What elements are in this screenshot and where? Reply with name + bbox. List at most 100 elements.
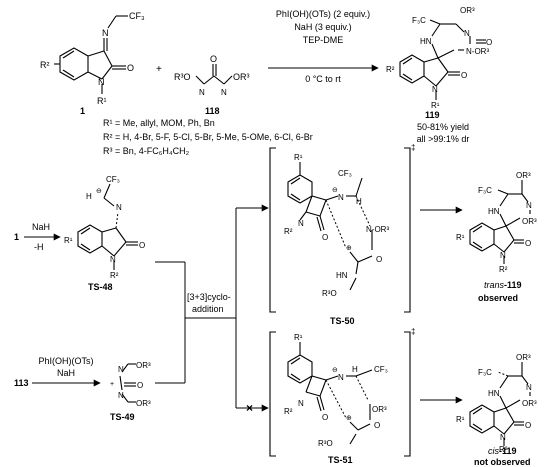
condition-4: 0 °C to rt <box>305 74 341 84</box>
r2-substituents: R² = H, 4-Br, 5-F, 5-Cl, 5-Br, 5-Me, 5-O… <box>103 132 313 142</box>
ts51-pos: ⊕ <box>346 415 352 422</box>
trans-r2: R² <box>499 265 508 274</box>
trans-observed: observed <box>478 293 518 303</box>
o-118: O <box>210 54 217 64</box>
ts50-n-or3: N-OR³ <box>366 225 389 234</box>
condition-2: NaH (3 equiv.) <box>294 22 351 32</box>
cis-not-observed: not observed <box>474 457 531 467</box>
trans-n-or3: OR³ <box>522 217 537 226</box>
minus-h-label: -H <box>34 242 44 252</box>
nh-118-b: N <box>221 88 227 97</box>
ts51-o-minus: O <box>374 421 380 430</box>
r1-label: R¹ <box>97 96 107 106</box>
trans-o: O <box>525 239 531 248</box>
ts50-cf3: CF₃ <box>338 169 352 178</box>
ts50-h: H <box>356 197 362 206</box>
dr-text: all >99:1% dr <box>417 134 470 144</box>
ts51-label: TS-51 <box>328 455 353 465</box>
n-119: N <box>464 29 470 38</box>
nah-label-2: NaH <box>57 368 75 378</box>
ts51-n: N <box>338 373 344 382</box>
compound-118-structure <box>195 64 233 85</box>
ts48-n-amide: N <box>110 255 116 264</box>
cyclo-label-2: addition <box>192 304 224 314</box>
r2-label: R² <box>40 60 50 70</box>
condition-1: PhI(OH)(OTs) (2 equiv.) <box>276 9 370 19</box>
n-amide-119: N <box>432 85 438 94</box>
cis-or3-top: OR³ <box>516 353 531 362</box>
phi-reagent-label: PhI(OH)(OTs) <box>39 356 94 366</box>
ts50-label: TS-50 <box>330 316 355 326</box>
yield-text: 50-81% yield <box>417 122 469 132</box>
compound-1-label: 1 <box>80 106 85 116</box>
cis-n-amide: N <box>500 433 506 442</box>
ts51-r3o: R³O <box>318 439 333 448</box>
trans-119-structure <box>469 180 531 264</box>
r1-119: R¹ <box>431 101 440 110</box>
trans-prefix: trans <box>484 280 505 290</box>
r3-substituents: R³ = Bn, 4-FC₆H₄CH₂ <box>103 146 190 156</box>
cis-prefix: cis <box>488 446 499 456</box>
cis-hn: HN <box>488 389 500 398</box>
or3-119-top: OR³ <box>460 6 475 15</box>
ts51-n-amide: N <box>298 399 304 408</box>
trans-or3-top: OR³ <box>516 171 531 180</box>
cis-o: O <box>525 421 531 430</box>
product-119-structure <box>399 19 486 100</box>
r2-119: R² <box>386 65 395 74</box>
cis-suffix: -119 <box>499 446 517 456</box>
ts51-h: H <box>352 365 358 374</box>
ts49-or3-bottom: OR³ <box>136 399 151 408</box>
f3c-119: F₃C <box>412 16 426 25</box>
ts51-neg: ⊖ <box>332 367 338 374</box>
ts49-o: O <box>137 381 143 390</box>
ts51-brackets <box>269 331 411 457</box>
cis-r1: R¹ <box>456 415 465 424</box>
ts51-r1: R¹ <box>294 333 303 342</box>
ts50-o-minus: O <box>376 255 382 264</box>
cis-n-or3: OR³ <box>522 399 537 408</box>
condition-3: TEP-DME <box>303 35 344 45</box>
ts49-n-top: N <box>118 365 124 374</box>
nh-118-a: N <box>199 88 205 97</box>
ts50-hn: HN <box>336 271 348 280</box>
trans-n-amide: N <box>500 251 506 260</box>
cis-119-structure <box>469 362 531 446</box>
n-or3-119: N-OR³ <box>466 47 489 56</box>
ts51-r2n: R² <box>284 407 293 416</box>
or3-118: OR³ <box>233 72 250 82</box>
ts51-cf3: CF₃ <box>374 365 388 374</box>
compound-1-structure <box>54 15 128 94</box>
amide-n-label: N <box>98 77 105 87</box>
trans-r1: R¹ <box>456 233 465 242</box>
ts50-n-amide: N <box>298 219 304 228</box>
product-119-label: 119 <box>425 110 440 120</box>
ts49-label: TS-49 <box>110 412 135 422</box>
hn-119: HN <box>420 37 432 46</box>
trans-hn: HN <box>488 207 500 216</box>
ts48-structure <box>77 183 138 270</box>
ts50-r1: R¹ <box>294 153 303 162</box>
cis-n: N <box>526 383 532 392</box>
ts48-neg: ⊖ <box>96 188 102 195</box>
ts50-dagger: ‡ <box>411 143 415 152</box>
trans-suffix: -119 <box>504 280 522 290</box>
ts50-structure <box>287 162 373 291</box>
ts48-label: TS-48 <box>88 282 113 292</box>
ts50-r3o: R³O <box>322 289 337 298</box>
ts48-r1: R¹ <box>64 236 73 245</box>
nah-label-1: NaH <box>32 222 50 232</box>
ts48-o: O <box>139 241 145 250</box>
blocked-mark: × <box>246 401 253 415</box>
ts50-r2n: R² <box>284 227 293 236</box>
carbonyl-o-label: O <box>127 63 134 73</box>
compound-118-label: 118 <box>205 106 220 116</box>
mech-start-1: 1 <box>14 232 19 242</box>
o-119: O <box>486 38 492 47</box>
trans-f3c: F₃C <box>478 186 492 195</box>
ts51-dagger: ‡ <box>411 327 415 336</box>
ts48-cf3: CF₃ <box>106 175 120 184</box>
trans-n: N <box>526 201 532 210</box>
cis-r2: R² <box>499 445 508 454</box>
